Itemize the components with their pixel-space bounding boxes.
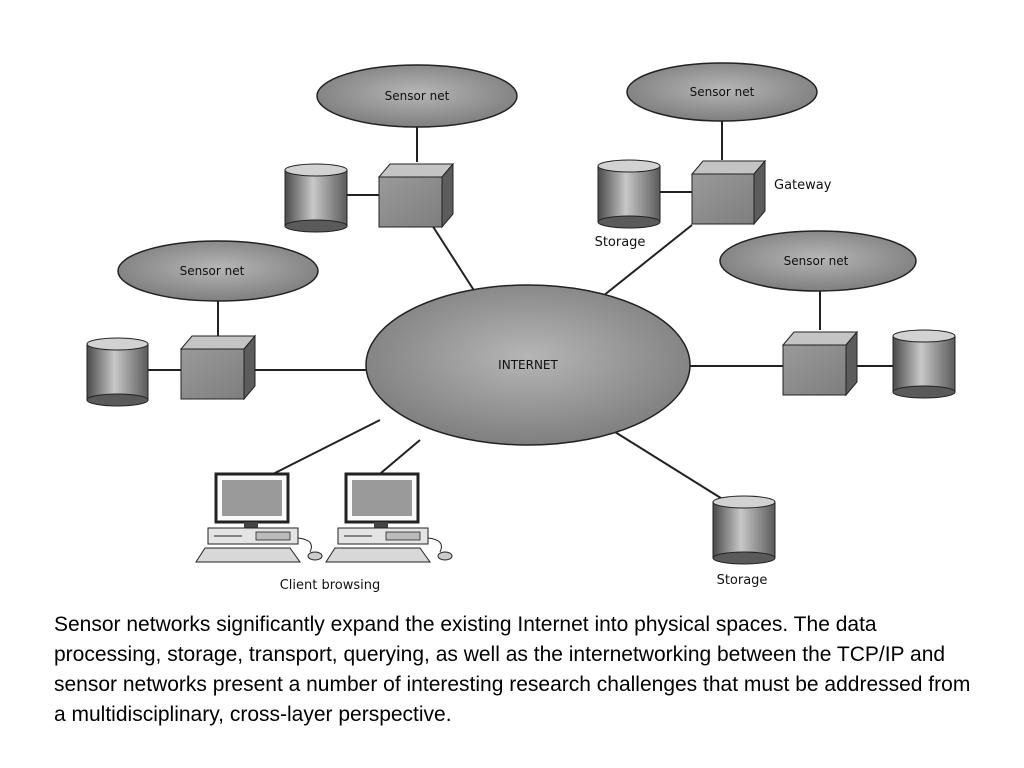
gateway-cube-left [179,334,257,401]
storage-label-top: Storage [595,235,646,250]
sensor-net-label: Sensor net [385,89,450,103]
sensor-network-diagram: Sensor net Sensor net Gateway Storage Se… [86,62,956,593]
storage-label-bottom: Storage [717,573,768,588]
sensor-net-top-right: Sensor net [626,62,818,122]
sensor-net-label: Sensor net [690,85,755,99]
internet-cloud: INTERNET [365,284,691,446]
gateway-cube-right [781,330,859,397]
gateway-label: Gateway [774,178,832,193]
caption-text: Sensor networks significantly expand the… [54,613,971,726]
connection-lines [148,118,893,501]
sensor-net-left: Sensor net [117,240,319,302]
client-computer-2 [325,472,453,563]
storage-cylinder-bottom [712,495,776,565]
storage-cylinder-top-right [597,159,661,229]
sensor-net-right: Sensor net [719,230,917,292]
storage-cylinder-top-left [284,163,348,233]
internet-label: INTERNET [498,358,558,372]
gateway-cube-top-right [690,159,767,226]
client-computer-1 [195,472,323,563]
gateway-cube-top-left [377,162,455,229]
sensor-net-label: Sensor net [784,254,849,268]
client-browsing-label: Client browsing [280,578,381,593]
sensor-net-label: Sensor net [180,264,245,278]
sensor-net-top-left: Sensor net [316,64,518,128]
storage-cylinder-left [86,337,149,407]
storage-cylinder-right [892,329,956,399]
